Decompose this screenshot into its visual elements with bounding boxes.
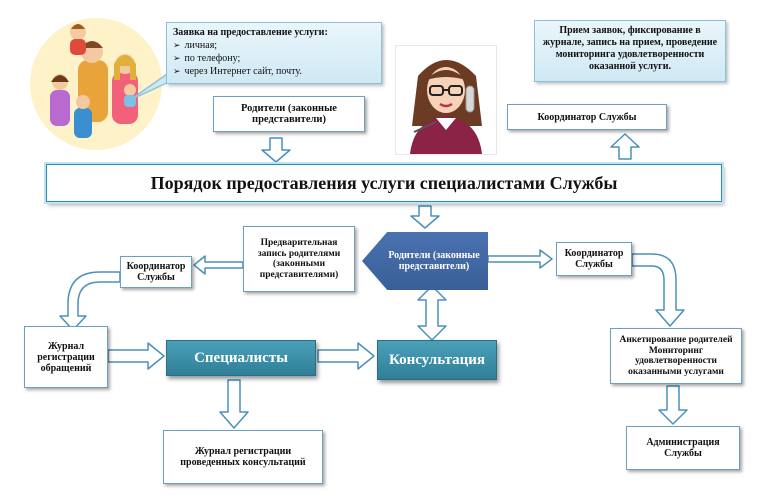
arrow-specialists-to-consultation (317, 342, 375, 370)
parents-top-box: Родители (законные представители) (213, 96, 365, 132)
request-channel-item: через Интернет сайт, почту. (173, 65, 375, 78)
arrow-parents-to-coordinator-right (487, 249, 553, 269)
arrow-parents-consultation (417, 285, 447, 341)
arrow-coordinator-to-journal (59, 271, 121, 331)
arrow-coordinator-to-survey (631, 253, 685, 327)
operator-illustration (395, 45, 497, 155)
arrow-journal-to-specialists (107, 342, 165, 370)
request-channel-item: по телефону; (173, 52, 375, 65)
survey-box: Анкетирование родителей Мониторинг удовл… (610, 328, 742, 384)
arrow-banner-to-parents (410, 205, 440, 229)
request-channel-list: личная; по телефону; через Интернет сайт… (173, 39, 375, 78)
coordinator-callout: Прием заявок, фиксирование в журнале, за… (534, 20, 726, 82)
consultation-box: Консультация (377, 340, 497, 380)
arrow-specialists-to-journal (219, 379, 249, 429)
journal-requests-box: Журнал регистрации обращений (24, 326, 108, 388)
request-channel-item: личная; (173, 39, 375, 52)
arrow-preliminary-to-coordinator (193, 255, 244, 275)
parents-center-shape: Родители (законные представители) (362, 232, 488, 290)
preliminary-entry-box: Предварительная запись родителями (закон… (243, 226, 355, 292)
parents-center-label: Родители (законные представители) (388, 250, 480, 272)
family-illustration (26, 12, 166, 152)
coordinator-top-box: Координатор Службы (507, 104, 667, 130)
request-callout-heading: Заявка на предоставление услуги: (173, 27, 328, 38)
page-title: Порядок предоставления услуги специалист… (46, 164, 722, 202)
request-callout: Заявка на предоставление услуги: личная;… (166, 22, 382, 84)
arrow-parents-to-banner (261, 137, 291, 163)
coordinator-left-box: Координатор Службы (120, 256, 192, 288)
specialists-box: Специалисты (166, 340, 316, 376)
journal-consultations-box: Журнал регистрации проведенных консульта… (163, 430, 323, 484)
arrow-banner-to-coordinator (610, 133, 640, 160)
coordinator-right-box: Координатор Службы (556, 242, 632, 276)
administration-box: Администрация Службы (626, 426, 740, 470)
arrow-survey-to-admin (658, 385, 688, 425)
